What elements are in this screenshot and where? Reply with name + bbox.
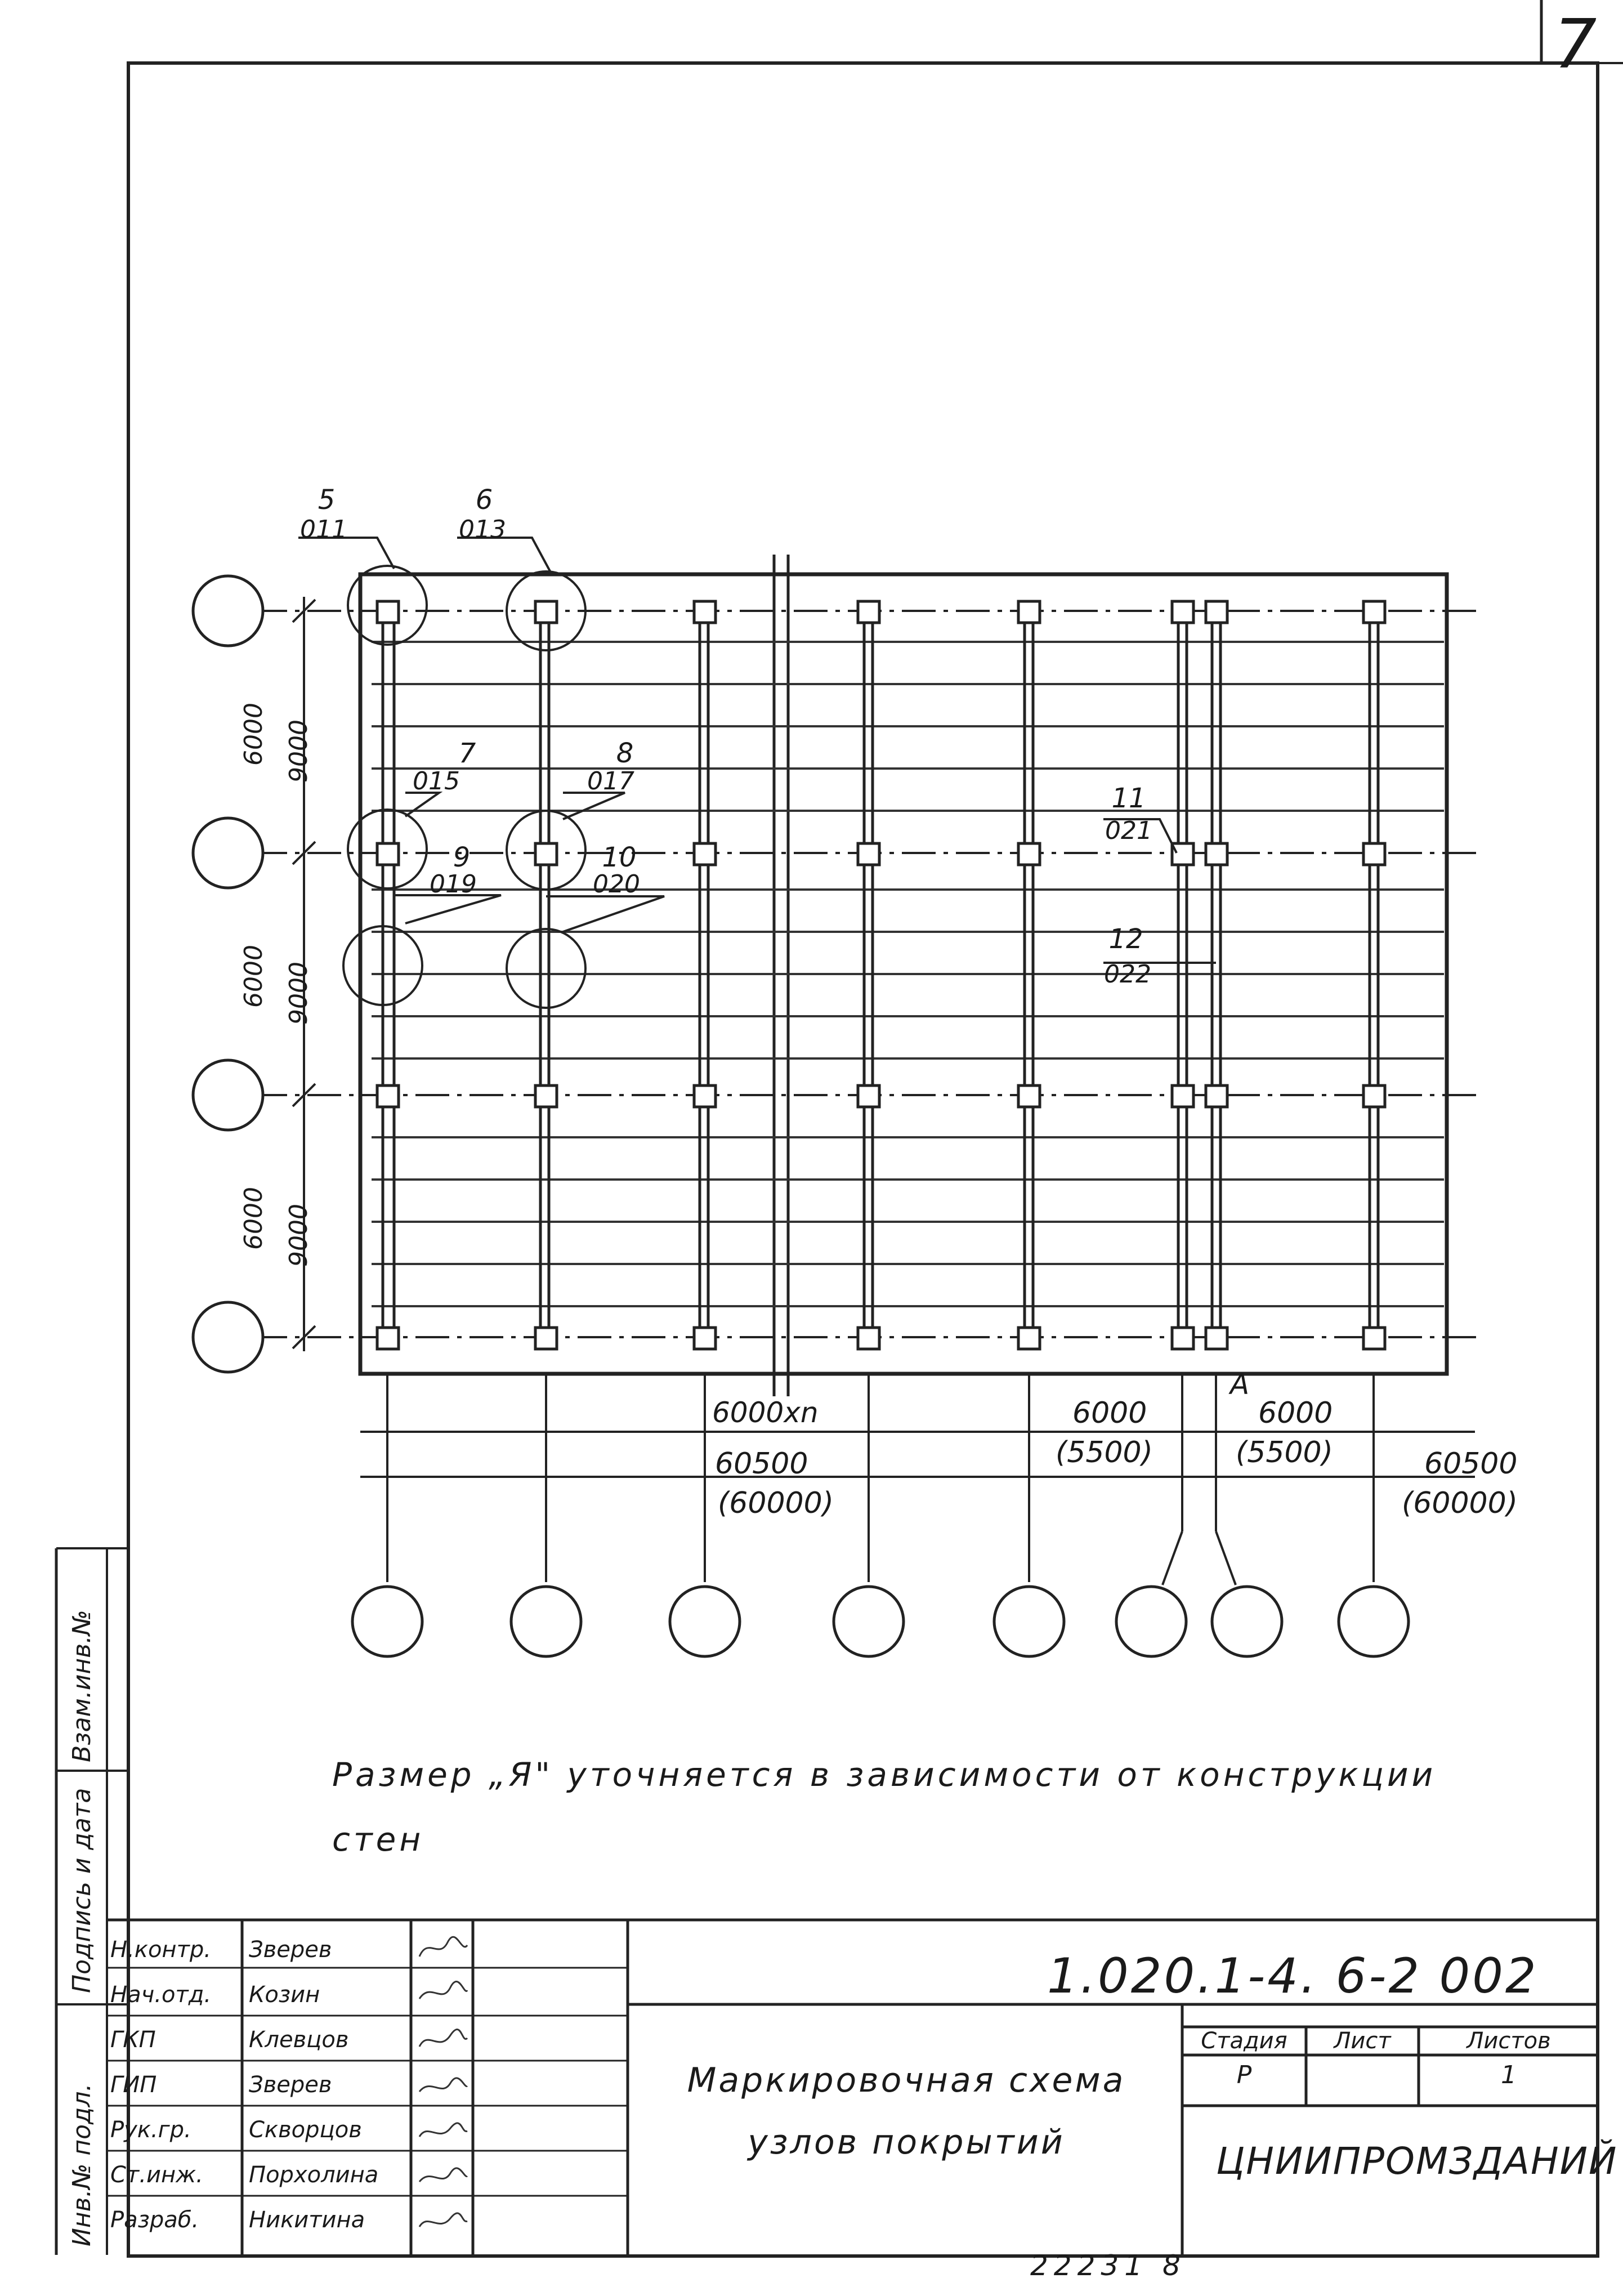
side-label-inv: Инв.№ подл. [68,2083,96,2246]
dim-bay1-alt: (5500) [1056,1436,1153,1469]
drawing-title: Маркировочная схема узлов покрытий [664,2049,1148,2173]
dim-left: 6000 [239,703,268,766]
sheet-frame [127,61,1599,2258]
dim-bay1: 6000 [1072,1396,1147,1430]
sheet-number: 7 [1554,6,1597,84]
dim-left: 9000 [284,1204,313,1267]
role: Разраб. [110,2207,199,2233]
role: Рук.гр. [110,2117,191,2143]
dim-span: 6000хn [712,1396,819,1429]
sheets-value: 1 [1501,2061,1517,2089]
marker-num: 10 [602,842,637,873]
role: Ст.инж. [110,2162,203,2188]
person-name: Скворцов [249,2117,362,2143]
person-name: Никитина [249,2207,365,2233]
gap-label: А [1230,1368,1250,1401]
marker-code: 020 [593,870,640,899]
organization: ЦНИИПРОМЗДАНИЙ [1216,2139,1618,2183]
role: ГКП [110,2027,156,2053]
marker-code: 021 [1105,816,1152,845]
dim-total-left-alt: (60000) [718,1486,834,1520]
row-axis-bubbles [191,574,265,1374]
person-name: Клевцов [249,2027,349,2053]
trusses [381,611,1380,1337]
marker-code: 011 [300,515,347,544]
role: Н.контр. [110,1937,211,1963]
marker-code: 022 [1104,960,1151,989]
marker-num: 11 [1111,783,1146,814]
dim-total-right-alt: (60000) [1402,1486,1518,1520]
column-axis-lines [360,1374,1475,1585]
side-label-sign: Подпись и дата [68,1788,96,1993]
document-number: 1.020.1-4. 6-2 002 [1047,1948,1539,2004]
signatures [418,1936,468,2227]
title-block-rows [107,1967,628,2197]
dim-total-left: 60500 [715,1447,808,1481]
side-label-replaced: Взам.инв.№ [68,1610,96,1762]
dim-left: 6000 [239,945,268,1008]
sheet-label: Лист [1334,2028,1391,2054]
leaders [298,537,1216,964]
note-line: Размер „Я" уточняется в зависимости от к… [332,1755,1437,1794]
person-name: Порхолина [249,2162,379,2188]
column-nodes [375,600,1387,1351]
marker-num: 12 [1108,923,1143,955]
dim-bay2-alt: (5500) [1236,1436,1333,1469]
title-line: узлов покрытий [748,2123,1065,2162]
marker-num: 7 [458,738,476,769]
marker-code: 019 [430,870,477,899]
marker-code: 013 [459,515,506,544]
sheets-label: Листов [1466,2028,1551,2054]
marker-num: 8 [616,738,634,769]
role: ГИП [110,2072,157,2098]
stage-label: Стадия [1201,2028,1287,2054]
stage-value: Р [1236,2061,1252,2089]
marker-num: 6 [475,484,493,516]
dim-left: 9000 [284,962,313,1025]
dim-total-right: 60500 [1424,1447,1518,1481]
marker-code: 015 [413,767,460,796]
person-name: Зверев [249,1937,332,1963]
note-line: стен [332,1820,424,1859]
person-name: Козин [249,1982,320,2008]
marker-num: 9 [453,842,471,873]
dim-bay2: 6000 [1258,1396,1333,1430]
dim-left: 6000 [239,1187,268,1250]
title-block [107,1918,1598,2255]
bottom-code: 22231 8 [1030,2249,1186,2282]
dim-left: 9000 [284,720,313,783]
column-axis-bubbles [351,1585,1410,1658]
person-name: Зверев [249,2072,332,2098]
marker-code: 017 [587,767,634,796]
role: Нач.отд. [110,1982,212,2008]
roof-outline [358,572,1449,1376]
marker-num: 5 [318,484,336,516]
node-callouts [342,565,587,1009]
roof-panels [372,641,1444,1307]
note: Размер „Я" уточняется в зависимости от к… [332,1743,1436,1872]
title-line: Маркировочная схема [687,2061,1126,2100]
